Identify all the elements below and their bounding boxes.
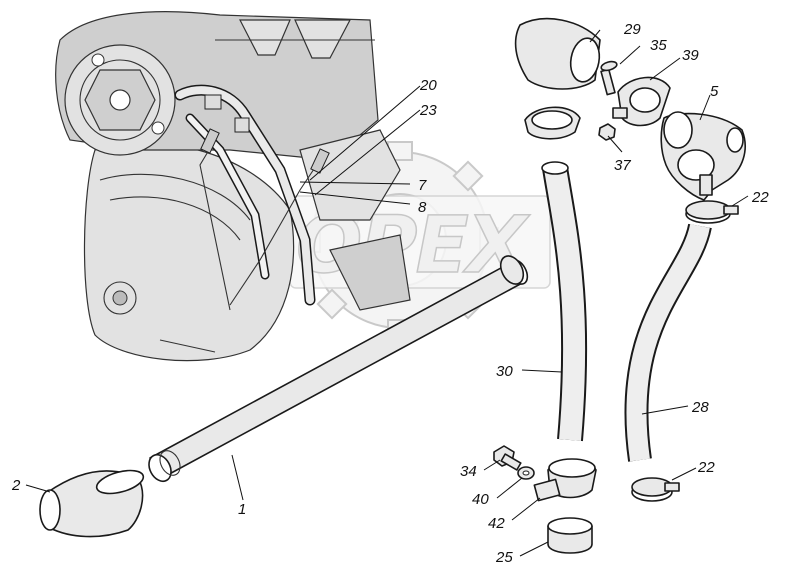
part-30-pipe — [541, 161, 588, 442]
part-34-bolt — [493, 445, 522, 471]
callout-22-upper: 22 — [751, 189, 769, 206]
callout-42: 42 — [488, 515, 505, 532]
callout-5: 5 — [710, 83, 719, 100]
callout-25: 25 — [495, 549, 513, 566]
part-22-clamp-upper — [685, 200, 739, 224]
callout-20: 20 — [419, 77, 437, 94]
part-40-washer — [517, 466, 535, 480]
callout-28: 28 — [691, 399, 709, 416]
hose-clamp-upper — [524, 106, 581, 140]
callout-8: 8 — [418, 199, 427, 216]
callout-34: 34 — [460, 463, 477, 480]
part-25-ring — [547, 517, 593, 554]
callout-39: 39 — [682, 47, 699, 64]
callout-labels: 29 35 39 5 37 22 20 23 7 8 30 28 22 1 2 … — [11, 21, 769, 566]
callout-40: 40 — [472, 491, 489, 508]
part-29-hose — [514, 17, 601, 90]
part-22-clamp-lower — [631, 477, 680, 502]
part-1-pipe — [148, 255, 529, 483]
callout-30: 30 — [496, 363, 513, 380]
callout-7: 7 — [418, 177, 427, 194]
engine-block — [55, 11, 411, 362]
callout-2: 2 — [11, 477, 21, 494]
part-37-nut — [598, 123, 616, 141]
leader-lines — [25, 29, 749, 557]
callout-22-lower: 22 — [697, 459, 715, 476]
part-35-bolt — [600, 60, 618, 96]
callout-1: 1 — [238, 501, 246, 518]
part-5-housing — [660, 111, 746, 201]
callout-23: 23 — [419, 102, 437, 119]
callout-35: 35 — [650, 37, 667, 54]
callout-29: 29 — [623, 21, 641, 38]
part-2-elbow — [39, 469, 145, 538]
part-42-bracket — [533, 458, 597, 502]
part-28-hose — [624, 223, 712, 462]
callout-37: 37 — [614, 157, 631, 174]
part-39-clamp — [612, 76, 671, 127]
